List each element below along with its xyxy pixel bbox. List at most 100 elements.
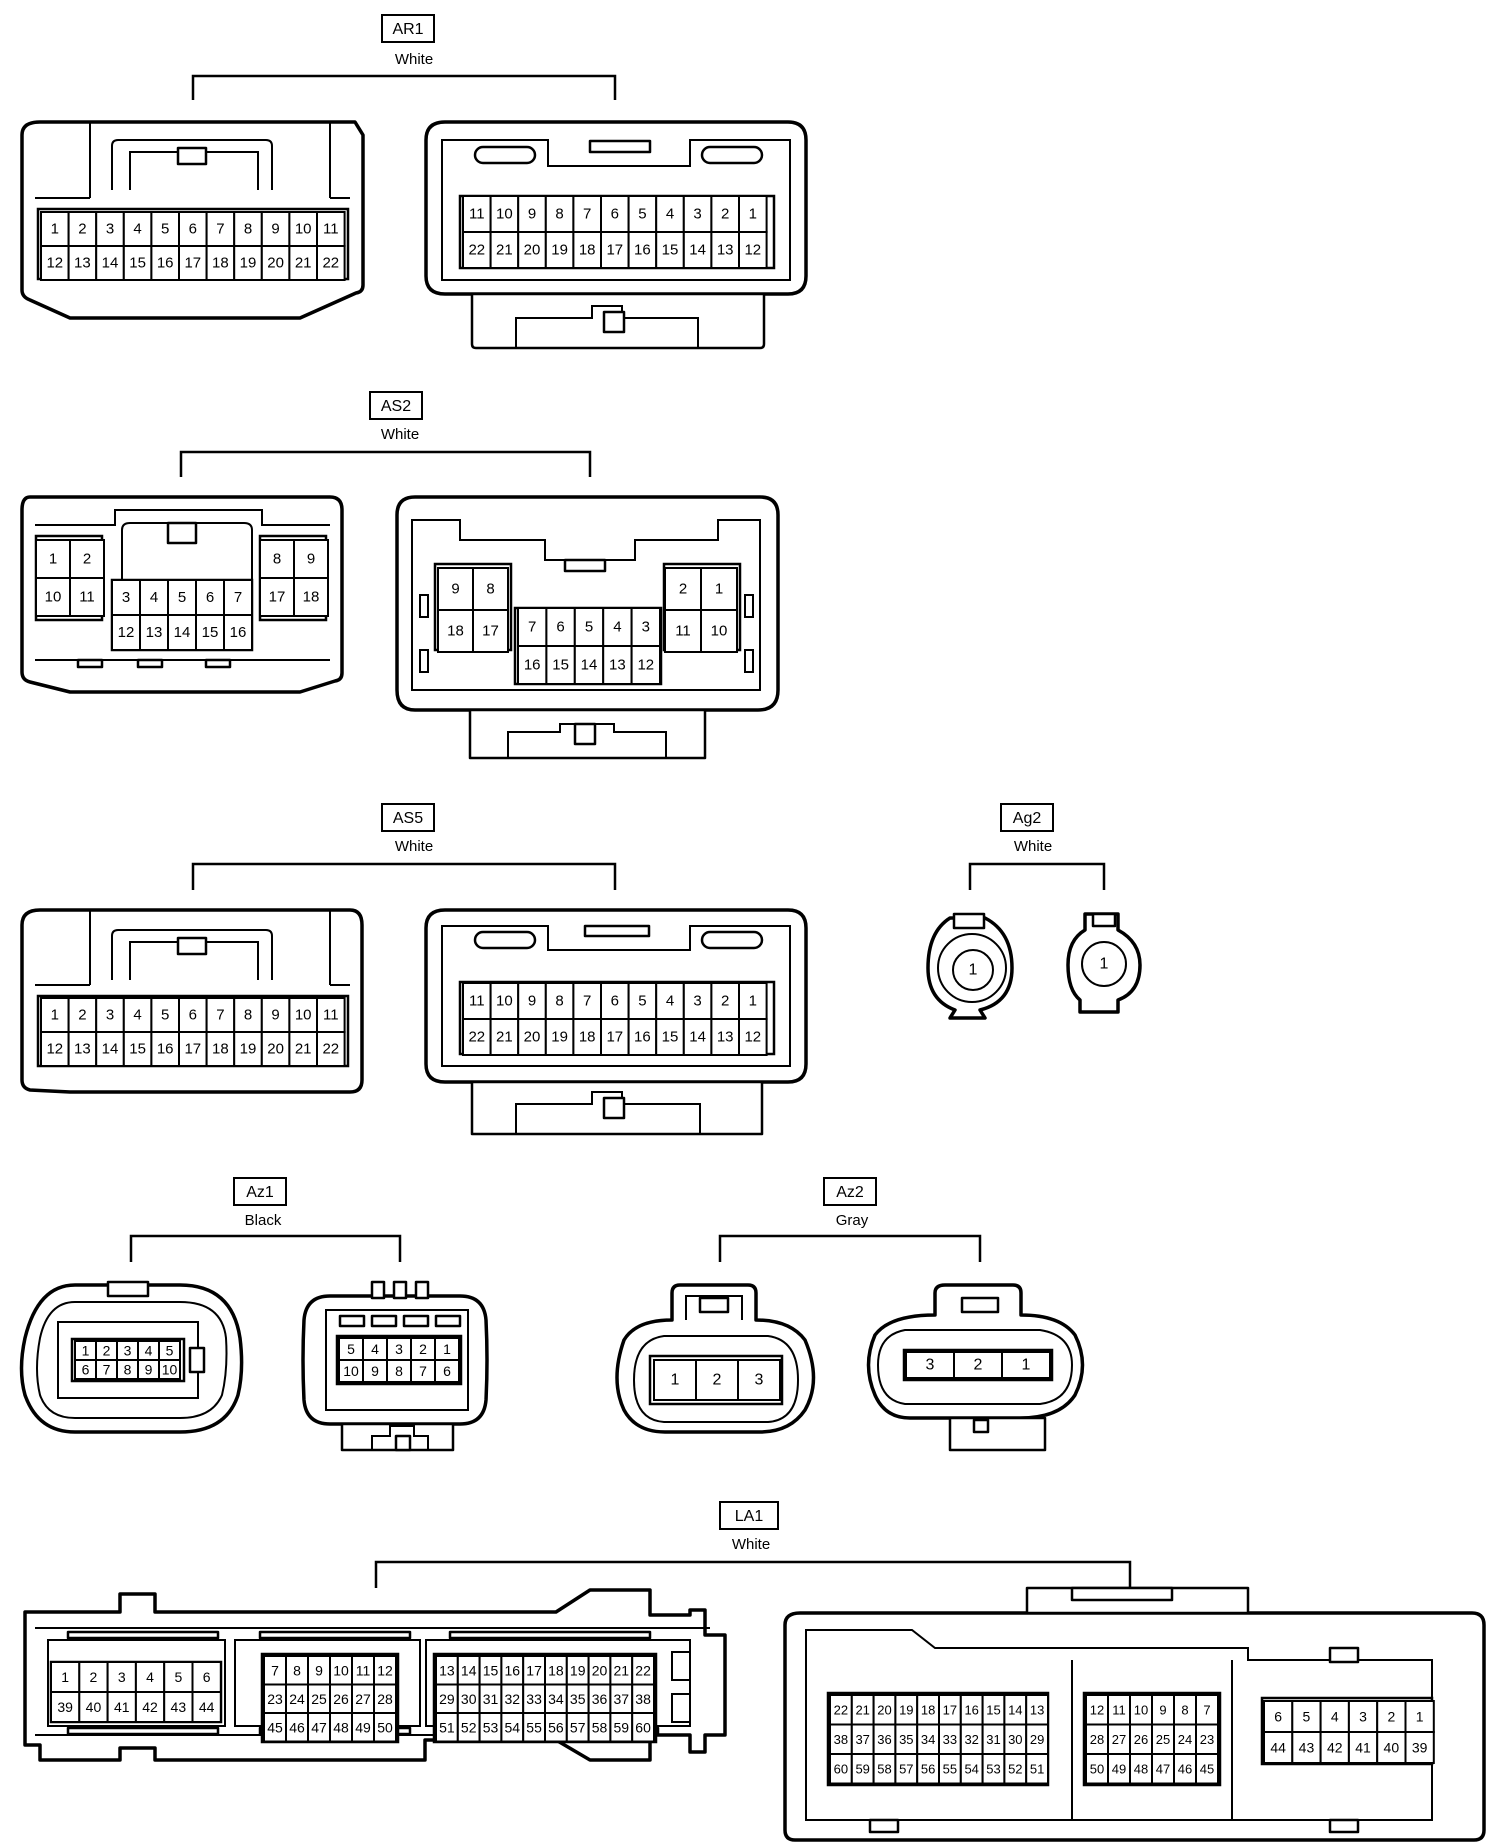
pin-label: 9 [145,1362,153,1378]
connector-id-box [233,1177,287,1206]
connector-ag2-device-side: 1 [1066,912,1142,1014]
pin-cell [600,195,630,233]
pin-label: 7 [583,206,591,223]
pin-label: 10 [496,993,513,1010]
pin-label: 5 [347,1341,355,1357]
pin-cell [158,1359,181,1380]
connector-ag2-harness-side: 1 [926,912,1014,1020]
pin-label: 29 [439,1691,455,1707]
connector-id-box [369,391,423,420]
pin-label: 57 [570,1719,586,1735]
pin-label: 3 [693,206,701,223]
pin-label: 48 [333,1719,349,1735]
pin-label: 14 [689,242,706,259]
pin-label: 9 [528,206,536,223]
pin-label: 2 [78,1007,86,1024]
pin-label: 16 [634,1029,651,1046]
pin-cell [1025,1753,1049,1785]
pin-label: 15 [483,1662,499,1678]
pin-label: 11 [469,206,485,223]
pin-label: 19 [570,1662,586,1678]
pin-label: 10 [711,623,728,640]
pin-label: 38 [635,1691,651,1707]
pin-cell [573,607,605,647]
pin-cell [600,1018,630,1056]
pin-label: 12 [744,1029,761,1046]
pin-label: 14 [102,255,119,272]
pin-cell [178,211,208,247]
pin-label: 20 [524,242,541,259]
pin-cell [316,245,346,281]
pin-label: 5 [585,619,593,636]
pin-cell [1404,1731,1435,1764]
pin-label: 43 [171,1699,187,1715]
pin-label: 30 [1008,1732,1022,1747]
pin-label: 12 [637,657,654,674]
pin-label: 6 [189,221,197,238]
pin-label: 9 [307,551,315,568]
pin-label: 57 [899,1761,913,1776]
pin-cell [489,195,520,233]
pin-label: 8 [244,1007,252,1024]
connector-id-box [719,1501,779,1530]
pin-label: 44 [1270,1740,1286,1756]
pin-cell [150,1031,180,1067]
pin-label: 10 [343,1363,359,1379]
pin-label: 15 [552,657,569,674]
pin-label: 2 [721,993,729,1010]
pin-label: 33 [526,1691,542,1707]
pin-label: 17 [943,1702,957,1717]
pin-label: 3 [122,589,130,606]
pin-label: 4 [666,206,674,223]
pin-label: 34 [548,1691,564,1707]
pin-label: 18 [579,1029,596,1046]
pin-cell [738,195,768,233]
pin-label: 54 [505,1719,521,1735]
pin-cell [472,609,509,653]
pin-cell [572,231,603,269]
pin-cell [1001,1351,1051,1379]
pin-label: 21 [295,1041,312,1058]
pin-label: 3 [395,1341,403,1357]
pin-cell [233,211,263,247]
pin-label: 27 [355,1691,371,1707]
pin-label: 37 [614,1691,630,1707]
pin-label: 35 [899,1732,913,1747]
pin-cell [630,645,661,685]
pin-cell [738,982,768,1020]
pin-label: 50 [377,1719,393,1735]
pin-label: 19 [240,1041,257,1058]
pin-label: 13 [609,657,626,674]
pin-cell [664,609,702,653]
pin-label: 16 [505,1662,521,1678]
pin-cell [316,1031,346,1067]
pin-label: 5 [638,993,646,1010]
pin-label: 21 [855,1702,869,1717]
pin-label: 19 [240,255,257,272]
pin-label: 20 [877,1702,891,1717]
pin-cell [738,1018,768,1056]
pin-label: 19 [899,1702,913,1717]
pin-cell [373,1712,397,1743]
bracket-line [191,74,617,100]
connector-id-label: Az2 [836,1184,864,1201]
pin-label: 2 [419,1341,427,1357]
pin-cell [40,1031,70,1067]
pin-cell [293,577,329,617]
pin-label: 17 [606,242,623,259]
pin-label: 8 [244,221,252,238]
pin-label: 9 [528,993,536,1010]
pin-label: 49 [1112,1761,1126,1776]
pin-label: 4 [150,589,158,606]
pin-cell [150,997,180,1033]
pin-label: 14 [461,1662,477,1678]
pin-cell [544,1018,575,1056]
pin-label: 39 [1412,1740,1428,1756]
